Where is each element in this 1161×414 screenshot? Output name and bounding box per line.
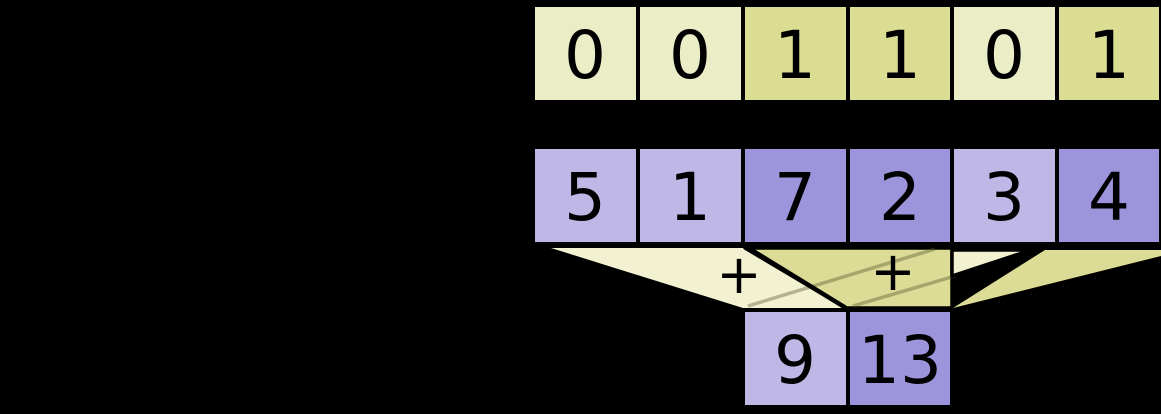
- mask-cell-value: 1: [879, 17, 921, 94]
- funnel-edge-band-left: [747, 247, 936, 308]
- funnels: + +: [551, 240, 1161, 310]
- mask-cell-value: 0: [564, 17, 606, 94]
- result-row: 9 13: [741, 308, 954, 409]
- result-cell-value: 13: [858, 322, 942, 399]
- plus-icon-left: +: [716, 243, 761, 306]
- value-cell-value: 7: [774, 159, 816, 236]
- funnel-dark-strip: [953, 250, 1161, 308]
- funnel-light-main: [551, 248, 847, 308]
- result-cell: [846, 308, 954, 409]
- value-cell-value: 2: [879, 159, 921, 236]
- value-row: 5 1 7 2 3 4: [531, 145, 1161, 246]
- mask-cell: [1055, 3, 1161, 104]
- mask-row: 0 0 1 1 0 1: [531, 3, 1161, 104]
- plus-icon-right: +: [870, 240, 915, 303]
- value-cell-value: 4: [1088, 159, 1130, 236]
- value-cell-value: 5: [564, 159, 606, 236]
- result-cell: [741, 308, 850, 409]
- mask-cell-value: 0: [983, 17, 1025, 94]
- mask-cell: [531, 3, 640, 104]
- value-cell-value: 3: [983, 159, 1025, 236]
- funnel-edge-band-right: [852, 274, 956, 308]
- value-cell: [846, 145, 954, 246]
- mask-cell-value: 1: [774, 17, 816, 94]
- funnel-light-notch: [950, 248, 1033, 278]
- funnel-divider-line: [743, 244, 848, 310]
- value-cell: [1055, 145, 1161, 246]
- result-cell-value: 9: [774, 322, 816, 399]
- mask-cell-value: 0: [669, 17, 711, 94]
- mask-cell-value: 1: [1088, 17, 1130, 94]
- value-cell-value: 1: [669, 159, 711, 236]
